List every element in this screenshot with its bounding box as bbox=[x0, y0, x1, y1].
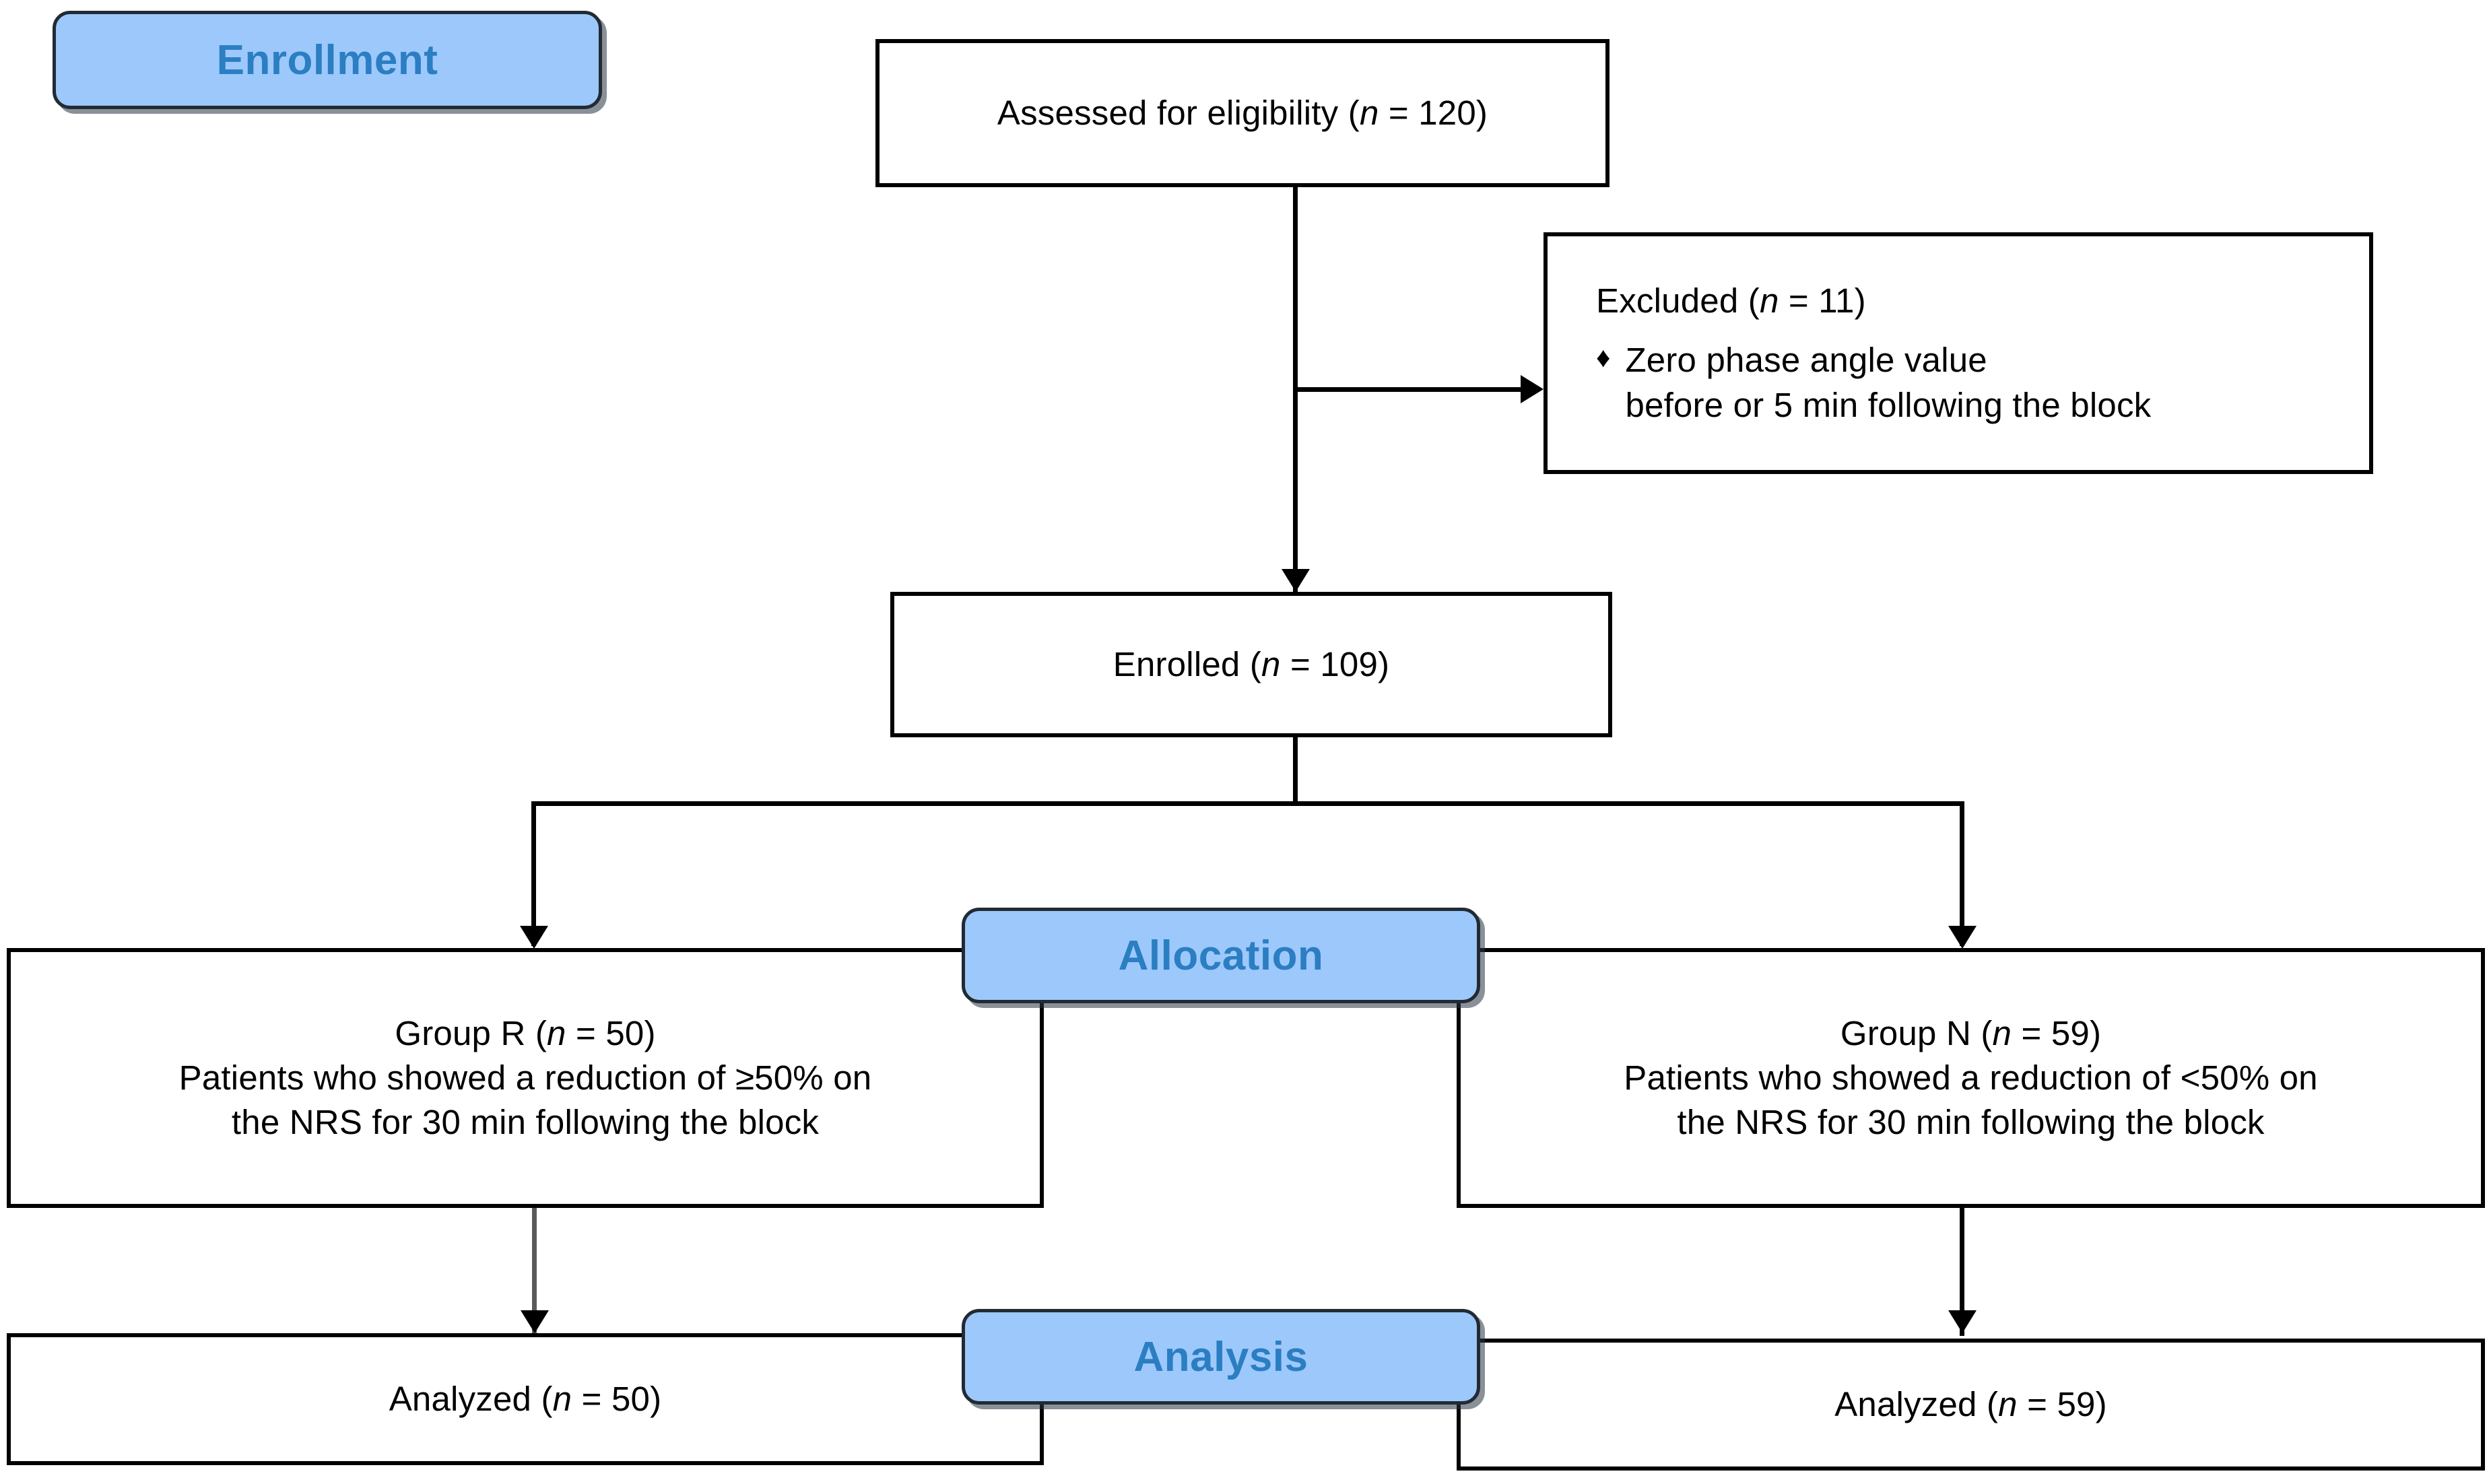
node-excluded: Excluded (n = 11) ♦ Zero phase angle val… bbox=[1544, 232, 2373, 474]
n-symbol: n bbox=[1261, 644, 1281, 683]
arrowhead-to-analyzed-right bbox=[1948, 1310, 1977, 1333]
node-group-n-title: Group N (n = 59) bbox=[1840, 1013, 2102, 1052]
n-symbol: n bbox=[1998, 1384, 2018, 1423]
diamond-bullet-icon: ♦ bbox=[1596, 341, 1611, 374]
arrowhead-to-enrolled bbox=[1282, 569, 1310, 592]
arrowhead-to-analyzed-left bbox=[521, 1310, 549, 1333]
n-symbol: n bbox=[1992, 1013, 2012, 1052]
node-excluded-heading: Excluded (n = 11) bbox=[1596, 281, 1866, 321]
node-assessed-for-eligibility: Assessed for eligibility (n = 120) bbox=[875, 39, 1609, 187]
connector-branch-right bbox=[1960, 801, 1964, 946]
node-excluded-bullet: ♦ Zero phase angle value before or 5 min… bbox=[1596, 338, 2151, 428]
stage-badge-enrollment: Enrollment bbox=[53, 11, 602, 109]
stage-badge-allocation-label: Allocation bbox=[1118, 932, 1324, 979]
node-enrolled-text: Enrolled (n = 109) bbox=[1113, 644, 1390, 683]
stage-badge-analysis: Analysis bbox=[962, 1309, 1480, 1405]
arrowhead-to-group-n bbox=[1948, 926, 1977, 949]
connector-trunk-to-excluded bbox=[1295, 387, 1524, 392]
node-group-r-desc-line2: the NRS for 30 min following the block bbox=[231, 1103, 820, 1142]
connector-allocation-split-bar bbox=[531, 801, 1964, 806]
node-analyzed-left-text: Analyzed (n = 50) bbox=[389, 1379, 662, 1418]
node-group-n-desc-line1: Patients who showed a reduction of <50% … bbox=[1624, 1058, 2318, 1097]
node-group-n-desc-line2: the NRS for 30 min following the block bbox=[1677, 1103, 2265, 1142]
connector-group-r-to-analyzed bbox=[532, 1208, 537, 1336]
arrowhead-to-excluded bbox=[1521, 375, 1544, 403]
n-symbol: n bbox=[552, 1379, 572, 1418]
node-excluded-bullet-line2: before or 5 min following the block bbox=[1625, 385, 2152, 424]
node-analyzed-left: Analyzed (n = 50) bbox=[7, 1333, 1044, 1465]
node-group-n: Group N (n = 59) Patients who showed a r… bbox=[1457, 948, 2485, 1208]
connector-enrolled-down bbox=[1293, 737, 1298, 803]
node-analyzed-right: Analyzed (n = 59) bbox=[1457, 1339, 2485, 1471]
stage-badge-allocation: Allocation bbox=[962, 908, 1480, 1003]
node-assessed-text: Assessed for eligibility (n = 120) bbox=[997, 93, 1488, 132]
n-symbol: n bbox=[1759, 281, 1779, 321]
n-symbol: n bbox=[1359, 93, 1379, 132]
arrowhead-to-group-r bbox=[520, 926, 548, 949]
node-group-r-title: Group R (n = 50) bbox=[395, 1013, 656, 1052]
node-enrolled: Enrolled (n = 109) bbox=[890, 592, 1612, 737]
stage-badge-enrollment-label: Enrollment bbox=[216, 36, 438, 83]
stage-badge-analysis-label: Analysis bbox=[1133, 1333, 1308, 1380]
n-symbol: n bbox=[547, 1013, 566, 1052]
node-group-r-desc-line1: Patients who showed a reduction of ≥50% … bbox=[178, 1058, 872, 1097]
connector-branch-left bbox=[531, 801, 536, 946]
node-group-r: Group R (n = 50) Patients who showed a r… bbox=[7, 948, 1044, 1208]
connector-group-n-to-analyzed bbox=[1960, 1208, 1964, 1336]
node-excluded-bullet-line1: Zero phase angle value bbox=[1625, 341, 1987, 380]
node-excluded-bullet-text: Zero phase angle value before or 5 min f… bbox=[1625, 338, 2151, 428]
node-analyzed-right-text: Analyzed (n = 59) bbox=[1834, 1384, 2107, 1423]
